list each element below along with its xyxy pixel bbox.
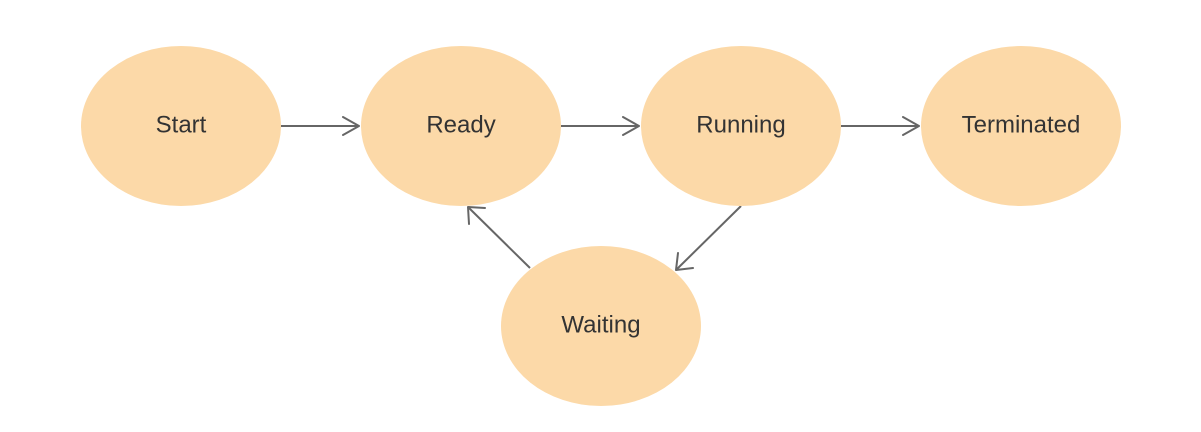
node-ready-label: Ready xyxy=(426,112,495,139)
node-terminated-shape xyxy=(921,46,1121,206)
edge-running-to-waiting xyxy=(675,205,742,271)
node-ready-shape xyxy=(361,46,561,206)
edge-running-to-terminated xyxy=(841,116,920,136)
edge-start-to-ready xyxy=(281,116,360,136)
edge-waiting-to-ready xyxy=(467,206,531,269)
node-terminated: Terminated xyxy=(921,46,1121,206)
node-running-shape xyxy=(641,46,841,206)
node-start: Start xyxy=(81,46,281,206)
node-start-label: Start xyxy=(156,112,207,139)
node-start-shape xyxy=(81,46,281,206)
edges xyxy=(281,116,920,271)
node-waiting-label: Waiting xyxy=(561,312,640,339)
node-waiting: Waiting xyxy=(501,246,701,406)
node-waiting-shape xyxy=(501,246,701,406)
node-ready: Ready xyxy=(361,46,561,206)
node-running-label: Running xyxy=(696,112,785,139)
node-running: Running xyxy=(641,46,841,206)
node-terminated-label: Terminated xyxy=(962,112,1081,139)
edge-ready-to-running xyxy=(561,116,640,136)
